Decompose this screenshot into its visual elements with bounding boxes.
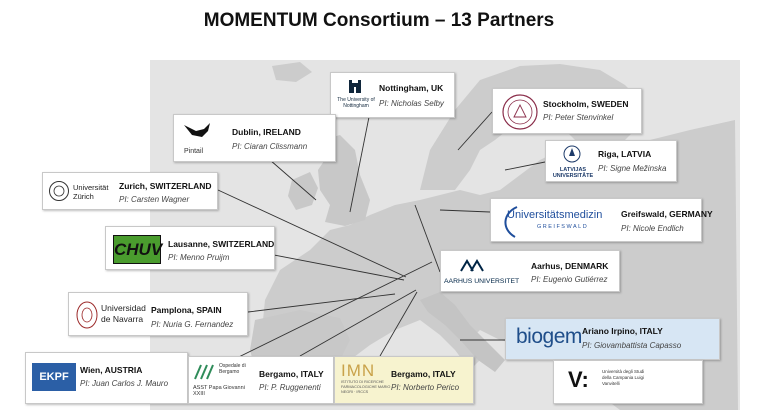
partner-city: Lausanne, SWITZERLAND <box>168 239 275 249</box>
imn-logo-subtext: ISTITUTO DI RICERCHE FARMACOLOGICHE MARI… <box>341 380 391 394</box>
partner-pi: PI: Nuria G. Fernandez <box>151 320 234 329</box>
pintail-bird-icon <box>184 123 210 137</box>
pintail-logo-text: Pintail <box>184 148 204 155</box>
ireland-landmass <box>288 172 318 210</box>
latvia-university-logo-text: LATVIJAS UNIVERSITĀTE <box>552 167 594 179</box>
partner-pi: PI: Norberto Perico <box>391 383 460 392</box>
partner-card-ariano-irpino: biogem Ariano Irpino, ITALY PI: Giovamba… <box>505 318 720 360</box>
partner-pi: PI: Eugenio Gutiérrez <box>531 275 608 284</box>
partner-city: Greifswald, GERMANY <box>621 209 713 219</box>
latvia-university-emblem-icon <box>563 145 581 163</box>
asst-logo-text: ASST Papa Giovanni XXIII <box>193 385 245 397</box>
partner-card-wien: EKPF Wien, AUSTRIA PI: Juan Carlos J. Ma… <box>25 352 188 404</box>
karolinska-seal-icon <box>502 94 538 130</box>
partner-pi: PI: Nicholas Selby <box>379 99 444 108</box>
partner-card-vanvitelli: V: Università degli Studi della Campania… <box>553 360 703 404</box>
greifswald-logo-subtext: GREIFSWALD <box>537 224 589 230</box>
chuv-logo-text: CHUV <box>113 235 162 264</box>
greifswald-swoosh-icon <box>504 206 518 238</box>
partner-pi: PI: Menno Pruijm <box>168 253 230 262</box>
partner-city: Wien, AUSTRIA <box>80 365 143 375</box>
asst-logo-subtext: Ospedale di Bergamo <box>219 363 246 375</box>
partner-pi: PI: P. Ruggenenti <box>259 383 321 392</box>
aarhus-logo-text: AARHUS UNIVERSITET <box>444 278 520 285</box>
vanvitelli-logo-subtext: Università degli Studi della Campania Lu… <box>602 369 645 386</box>
uzh-seal-icon <box>49 181 69 201</box>
partner-pi: PI: Carsten Wagner <box>119 195 190 204</box>
partner-card-bergamo-imn: IMN ISTITUTO DI RICERCHE FARMACOLOGICHE … <box>334 356 474 404</box>
partner-pi: PI: Juan Carlos J. Mauro <box>80 379 169 388</box>
partner-card-nottingham: The University of Nottingham Nottingham,… <box>330 72 455 118</box>
partner-card-dublin: Pintail Dublin, IRELAND PI: Ciaran Cliss… <box>173 114 336 162</box>
partner-card-stockholm: Stockholm, SWEDEN PI: Peter Stenvinkel <box>492 88 642 134</box>
partner-city: Dublin, IRELAND <box>232 127 301 137</box>
vanvitelli-logo-text: V: <box>568 367 589 392</box>
imn-logo-text: IMN <box>341 361 376 380</box>
partner-pi: PI: Peter Stenvinkel <box>543 113 614 122</box>
partner-city: Riga, LATVIA <box>598 149 652 159</box>
partner-card-zurich: Universität Zürich Zurich, SWITZERLAND P… <box>42 172 218 210</box>
partner-card-greifswald: Universitätsmedizin GREIFSWALD Greifswal… <box>490 198 713 242</box>
aarhus-waves-icon <box>460 259 484 272</box>
italy-landmass <box>420 292 505 372</box>
biogem-logo-text: biogem <box>516 325 582 348</box>
partner-pi: PI: Nicole Endlich <box>621 224 684 233</box>
uzh-logo-text: Universität Zürich <box>73 183 109 201</box>
partner-pi: PI: Ciaran Clissmann <box>232 142 308 151</box>
navarra-logo-text: Universidad de Navarra <box>101 303 146 324</box>
partner-card-aarhus: AARHUS UNIVERSITET Aarhus, DENMARK PI: E… <box>440 250 620 292</box>
navarra-seal-icon <box>76 301 98 329</box>
partner-city: Bergamo, ITALY <box>391 369 456 379</box>
asst-stripes-icon <box>194 364 214 380</box>
partner-pi: PI: Giovambattista Capasso <box>582 341 682 350</box>
greifswald-logo-text: Universitätsmedizin <box>507 209 603 221</box>
partner-city: Ariano Irpino, ITALY <box>582 326 663 336</box>
partner-city: Pamplona, SPAIN <box>151 305 222 315</box>
nottingham-castle-icon <box>349 80 361 93</box>
partner-city: Zurich, SWITZERLAND <box>119 181 212 191</box>
iceland-landmass <box>272 62 312 82</box>
partner-city: Bergamo, ITALY <box>259 369 324 379</box>
partner-card-bergamo-asst: Ospedale di Bergamo ASST Papa Giovanni X… <box>188 356 334 404</box>
partner-card-pamplona: Universidad de Navarra Pamplona, SPAIN P… <box>68 292 248 336</box>
partner-city: Stockholm, SWEDEN <box>543 99 629 109</box>
partner-card-riga: LATVIJAS UNIVERSITĀTE Riga, LATVIA PI: S… <box>545 140 677 182</box>
partner-pi: PI: Signe Mežinska <box>598 164 667 173</box>
partner-city: Aarhus, DENMARK <box>531 261 609 271</box>
ekpf-logo-text: EKPF <box>32 363 76 391</box>
partner-city: Nottingham, UK <box>379 83 444 93</box>
partner-card-lausanne: CHUV Lausanne, SWITZERLAND PI: Menno Pru… <box>105 226 275 270</box>
page-title: MOMENTUM Consortium – 13 Partners <box>203 10 555 31</box>
nottingham-logo-text: The University of Nottingham <box>337 97 375 109</box>
